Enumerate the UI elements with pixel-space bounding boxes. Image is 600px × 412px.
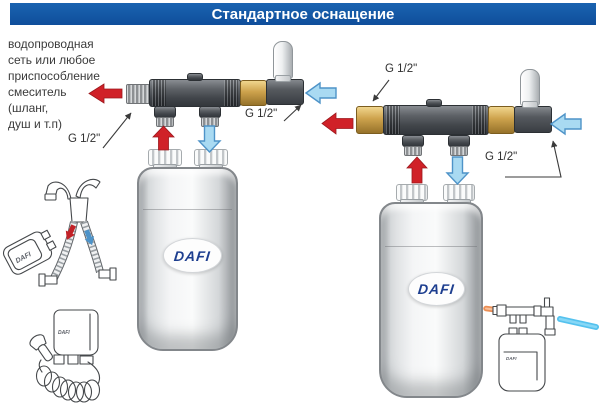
coil	[51, 376, 69, 398]
mini-heater-panel	[503, 351, 538, 381]
mini-stub-2	[519, 314, 527, 324]
coil	[59, 379, 77, 401]
heater1-logo-plate: DAFI	[163, 238, 222, 273]
brand-logo: DAFI	[417, 281, 456, 297]
tee-nut-ridge	[152, 80, 166, 106]
hot-outlet-arrow-2	[321, 112, 354, 135]
coil	[43, 371, 61, 393]
title-bar: Стандартное оснащение	[10, 3, 596, 25]
mini-stub-1	[509, 314, 517, 324]
heater2-seam	[385, 246, 477, 247]
leader-line-3	[372, 79, 390, 102]
coil	[67, 381, 85, 403]
outlet-thread-1a	[156, 117, 174, 127]
outlet-thread-2b	[450, 146, 468, 156]
hose-elbow-left-cap	[38, 273, 46, 287]
brand-logo: DAFI	[58, 330, 70, 336]
tilted-heater-body	[2, 231, 53, 275]
tilted-heater: DAFI	[2, 229, 57, 275]
brass-nut-2-right	[488, 106, 515, 134]
brass-nut-2-left	[356, 106, 384, 134]
faucet-hookup-illustration: DAFI	[2, 178, 117, 287]
outlet-thread-1b	[201, 117, 219, 127]
heater2-logo-plate: DAFI	[408, 272, 465, 306]
tee-nut-ridge	[472, 106, 486, 134]
mini-tee-body	[505, 306, 535, 316]
cold-supply-arrow-1	[304, 81, 337, 105]
shower-fitting-3	[79, 355, 94, 365]
heater1-seam	[143, 209, 232, 210]
hose-elbow-right-cap	[109, 267, 117, 281]
thread-label-4: G 1/2"	[485, 151, 518, 163]
outlet-thread-2a	[404, 146, 422, 156]
hot-riser-arrow-2	[406, 156, 428, 184]
cold-hose-braid	[81, 221, 103, 273]
mini-hot-arrow	[65, 224, 76, 240]
leader-line-2	[283, 104, 302, 122]
coil-return	[87, 361, 101, 385]
cold-supply-arrow-2	[549, 112, 582, 136]
mini-outlet-pipe	[545, 315, 555, 331]
tilted-heater-panel	[7, 238, 43, 271]
tilted-heater-port-1	[40, 229, 51, 241]
coil	[83, 379, 101, 401]
tee-body-2	[383, 105, 489, 135]
mini-outlet-cap	[544, 328, 556, 336]
hot-riser-arrow-1	[152, 125, 175, 151]
hand-shower-head	[29, 334, 47, 351]
faucet-body	[69, 197, 89, 223]
valve-handle-1	[273, 41, 293, 79]
coiled-hose	[35, 361, 101, 403]
valve-body-1	[266, 79, 304, 105]
hand-shower-icon	[29, 334, 53, 362]
mini-valve-handle	[543, 297, 551, 308]
supply-note: водопроводная сеть или любое приспособле…	[8, 37, 100, 131]
coil	[75, 381, 93, 403]
valve-collar-1	[275, 75, 291, 82]
mini-valve	[540, 306, 554, 317]
mini-nut-left	[496, 304, 507, 317]
brass-nut-1	[240, 80, 267, 106]
page-title: Стандартное оснащение	[211, 5, 395, 23]
shower-fitting-1	[53, 354, 65, 365]
mini-heater-body	[498, 333, 546, 392]
thread-label-2: G 1/2"	[245, 108, 278, 120]
tilted-heater-port-2	[45, 240, 57, 251]
tee-nut-ridge	[386, 106, 400, 134]
shower-hookup-illustration: DAFI	[29, 309, 101, 403]
faucet-aerator	[44, 193, 57, 201]
pipe-thread-left-1	[126, 84, 151, 104]
mini-cold-arrow	[84, 229, 95, 246]
valve-collar-2	[522, 101, 538, 108]
hose-elbow-left	[43, 275, 58, 285]
tee-top-tab-2	[426, 99, 442, 107]
cold-pipe-glow-core	[558, 317, 598, 329]
shower-heater-body	[53, 309, 99, 356]
valve-body-2	[514, 106, 552, 133]
tee-nut-ridge	[224, 80, 238, 106]
thread-label-1: G 1/2"	[68, 133, 101, 145]
tee-top-tab-1	[187, 73, 203, 81]
brand-logo: DAFI	[173, 247, 212, 264]
hand-shower-handle	[37, 344, 53, 362]
faucet-lever	[75, 178, 101, 199]
tee-body-1	[149, 79, 241, 107]
coil	[35, 365, 53, 387]
cold-drop-arrow-2	[445, 156, 470, 186]
thread-label-3: G 1/2"	[385, 63, 418, 75]
brand-logo: DAFI	[506, 356, 517, 361]
installed-heater-illustration: DAFI	[483, 297, 599, 392]
shower-fitting-2	[67, 354, 79, 365]
mini-nut-right	[533, 305, 542, 317]
hose-lead	[38, 359, 43, 373]
